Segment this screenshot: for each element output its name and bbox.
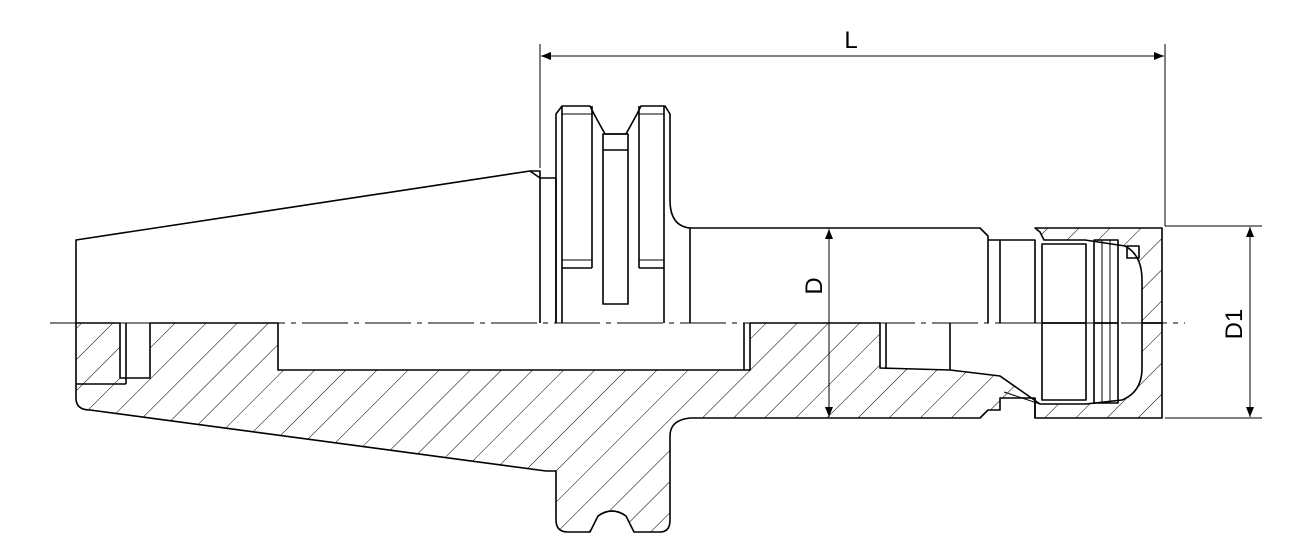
collet-nut-thread-lower	[1041, 322, 1087, 401]
collet-nut-upper-section	[1034, 227, 1163, 324]
body-outline	[690, 227, 989, 323]
dimension-L: L	[539, 27, 1166, 226]
shank-diameter-label: D	[801, 277, 828, 294]
nut-lip	[1126, 245, 1140, 259]
collet-taper-line	[1003, 391, 1041, 405]
retaining-ring	[1093, 239, 1119, 324]
body-section	[75, 322, 1163, 533]
neck-outline	[988, 239, 1001, 323]
retaining-ring-lower	[1093, 322, 1119, 404]
neck-step	[1000, 239, 1036, 323]
dimension-D1: D1	[1165, 225, 1262, 419]
dimension-D: D	[801, 229, 833, 417]
taper-shank-outline	[75, 170, 541, 323]
collet-nut-thread	[1041, 243, 1087, 324]
v-flange-outline	[555, 105, 691, 323]
nut-diameter-label: D1	[1221, 309, 1248, 340]
drive-slot	[602, 133, 629, 305]
flange-step	[540, 177, 557, 323]
taper-chamfer	[529, 170, 541, 179]
section-view	[75, 322, 1163, 533]
length-label: L	[844, 27, 857, 54]
exterior-view	[75, 105, 1163, 324]
